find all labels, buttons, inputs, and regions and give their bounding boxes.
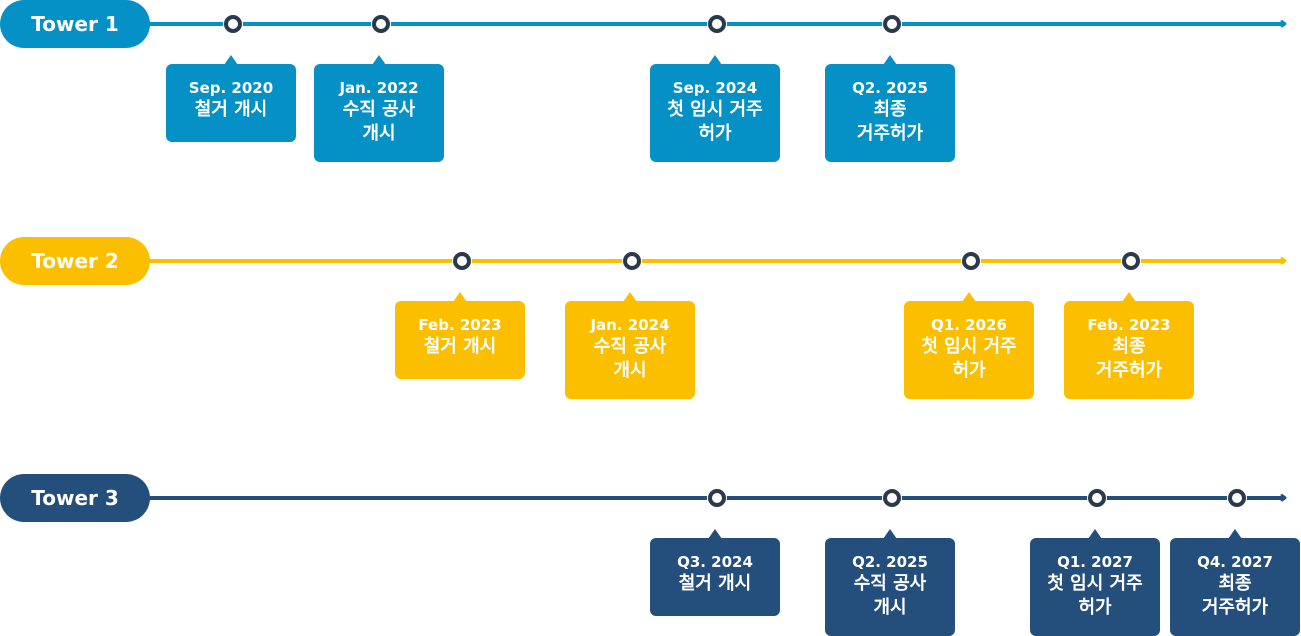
milestone-date: Q1. 2027 [1057, 553, 1133, 571]
milestone-description: 최종 거주허가 [1201, 573, 1269, 618]
tower-1-milestone-2-node [372, 15, 390, 33]
tower-2-milestone-1: Feb. 2023 철거 개시 [395, 292, 525, 379]
milestone-description: 철거 개시 [194, 99, 268, 120]
tower-3-milestone-4: Q4. 2027 최종 거주허가 [1170, 529, 1300, 636]
tower-2-milestone-4-node [1122, 252, 1140, 270]
tower-2-milestone-4: Feb. 2023 최종 거주허가 [1064, 292, 1194, 399]
tower-1-milestone-1: Sep. 2020 철거 개시 [166, 55, 296, 142]
milestone-description: 철거 개시 [423, 336, 497, 357]
milestone-date: Q1. 2026 [931, 316, 1007, 334]
tower-2-track: ›› Tower 2 [0, 237, 1301, 285]
tower-1-milestone-3-node [708, 15, 726, 33]
milestone-description: 수직 공사 개시 [342, 99, 416, 144]
milestone-description: 최종 거주허가 [856, 99, 924, 144]
milestone-description: 수직 공사 개시 [593, 336, 667, 381]
tower-2-milestone-3-node [962, 252, 980, 270]
tower-1-milestone-3: Sep. 2024 첫 임시 거주 허가 [650, 55, 780, 162]
tower-3-milestone-2: Q2. 2025 수직 공사 개시 [825, 529, 955, 636]
tower-3-milestone-3-node [1088, 489, 1106, 507]
tower-3-milestone-1-node [708, 489, 726, 507]
tower-1-arrow-icon: ›› [1279, 13, 1288, 34]
milestone-date: Q4. 2027 [1197, 553, 1273, 571]
tower-3-milestone-3: Q1. 2027 첫 임시 거주 허가 [1030, 529, 1160, 636]
milestone-date: Q3. 2024 [677, 553, 753, 571]
tower-2-timeline-line [140, 259, 1285, 263]
tower-2-milestone-2: Jan. 2024 수직 공사 개시 [565, 292, 695, 399]
milestone-description: 수직 공사 개시 [853, 573, 927, 618]
tower-2-milestone-1-node [453, 252, 471, 270]
milestone-date: Feb. 2023 [1087, 316, 1171, 334]
tower-1-milestone-4-node [883, 15, 901, 33]
milestone-description: 첫 임시 거주 허가 [667, 99, 763, 144]
milestone-description: 철거 개시 [678, 573, 752, 594]
milestone-date: Q2. 2025 [852, 79, 928, 97]
tower-2-arrow-icon: ›› [1279, 250, 1288, 271]
milestone-date: Q2. 2025 [852, 553, 928, 571]
milestone-date: Jan. 2022 [339, 79, 419, 97]
tower-1-milestone-2: Jan. 2022 수직 공사 개시 [314, 55, 444, 162]
tower-3-milestone-1: Q3. 2024 철거 개시 [650, 529, 780, 616]
tower-1-milestone-4: Q2. 2025 최종 거주허가 [825, 55, 955, 162]
tower-1-track: ›› Tower 1 [0, 0, 1301, 48]
milestone-description: 최종 거주허가 [1095, 336, 1163, 381]
milestone-description: 첫 임시 거주 허가 [1047, 573, 1143, 618]
milestone-date: Feb. 2023 [418, 316, 502, 334]
tower-2-milestone-3: Q1. 2026 첫 임시 거주 허가 [904, 292, 1034, 399]
milestone-date: Sep. 2024 [672, 79, 758, 97]
milestone-date: Sep. 2020 [188, 79, 274, 97]
milestone-description: 첫 임시 거주 허가 [921, 336, 1017, 381]
tower-3-track: ›› Tower 3 [0, 474, 1301, 522]
tower-1-label: Tower 1 [0, 0, 150, 48]
tower-3-milestone-4-node [1228, 489, 1246, 507]
tower-3-milestone-2-node [883, 489, 901, 507]
tower-2-milestone-2-node [623, 252, 641, 270]
tower-3-label: Tower 3 [0, 474, 150, 522]
tower-1-milestone-1-node [224, 15, 242, 33]
tower-3-arrow-icon: ›› [1279, 487, 1288, 508]
tower-2-label: Tower 2 [0, 237, 150, 285]
milestone-date: Jan. 2024 [590, 316, 670, 334]
